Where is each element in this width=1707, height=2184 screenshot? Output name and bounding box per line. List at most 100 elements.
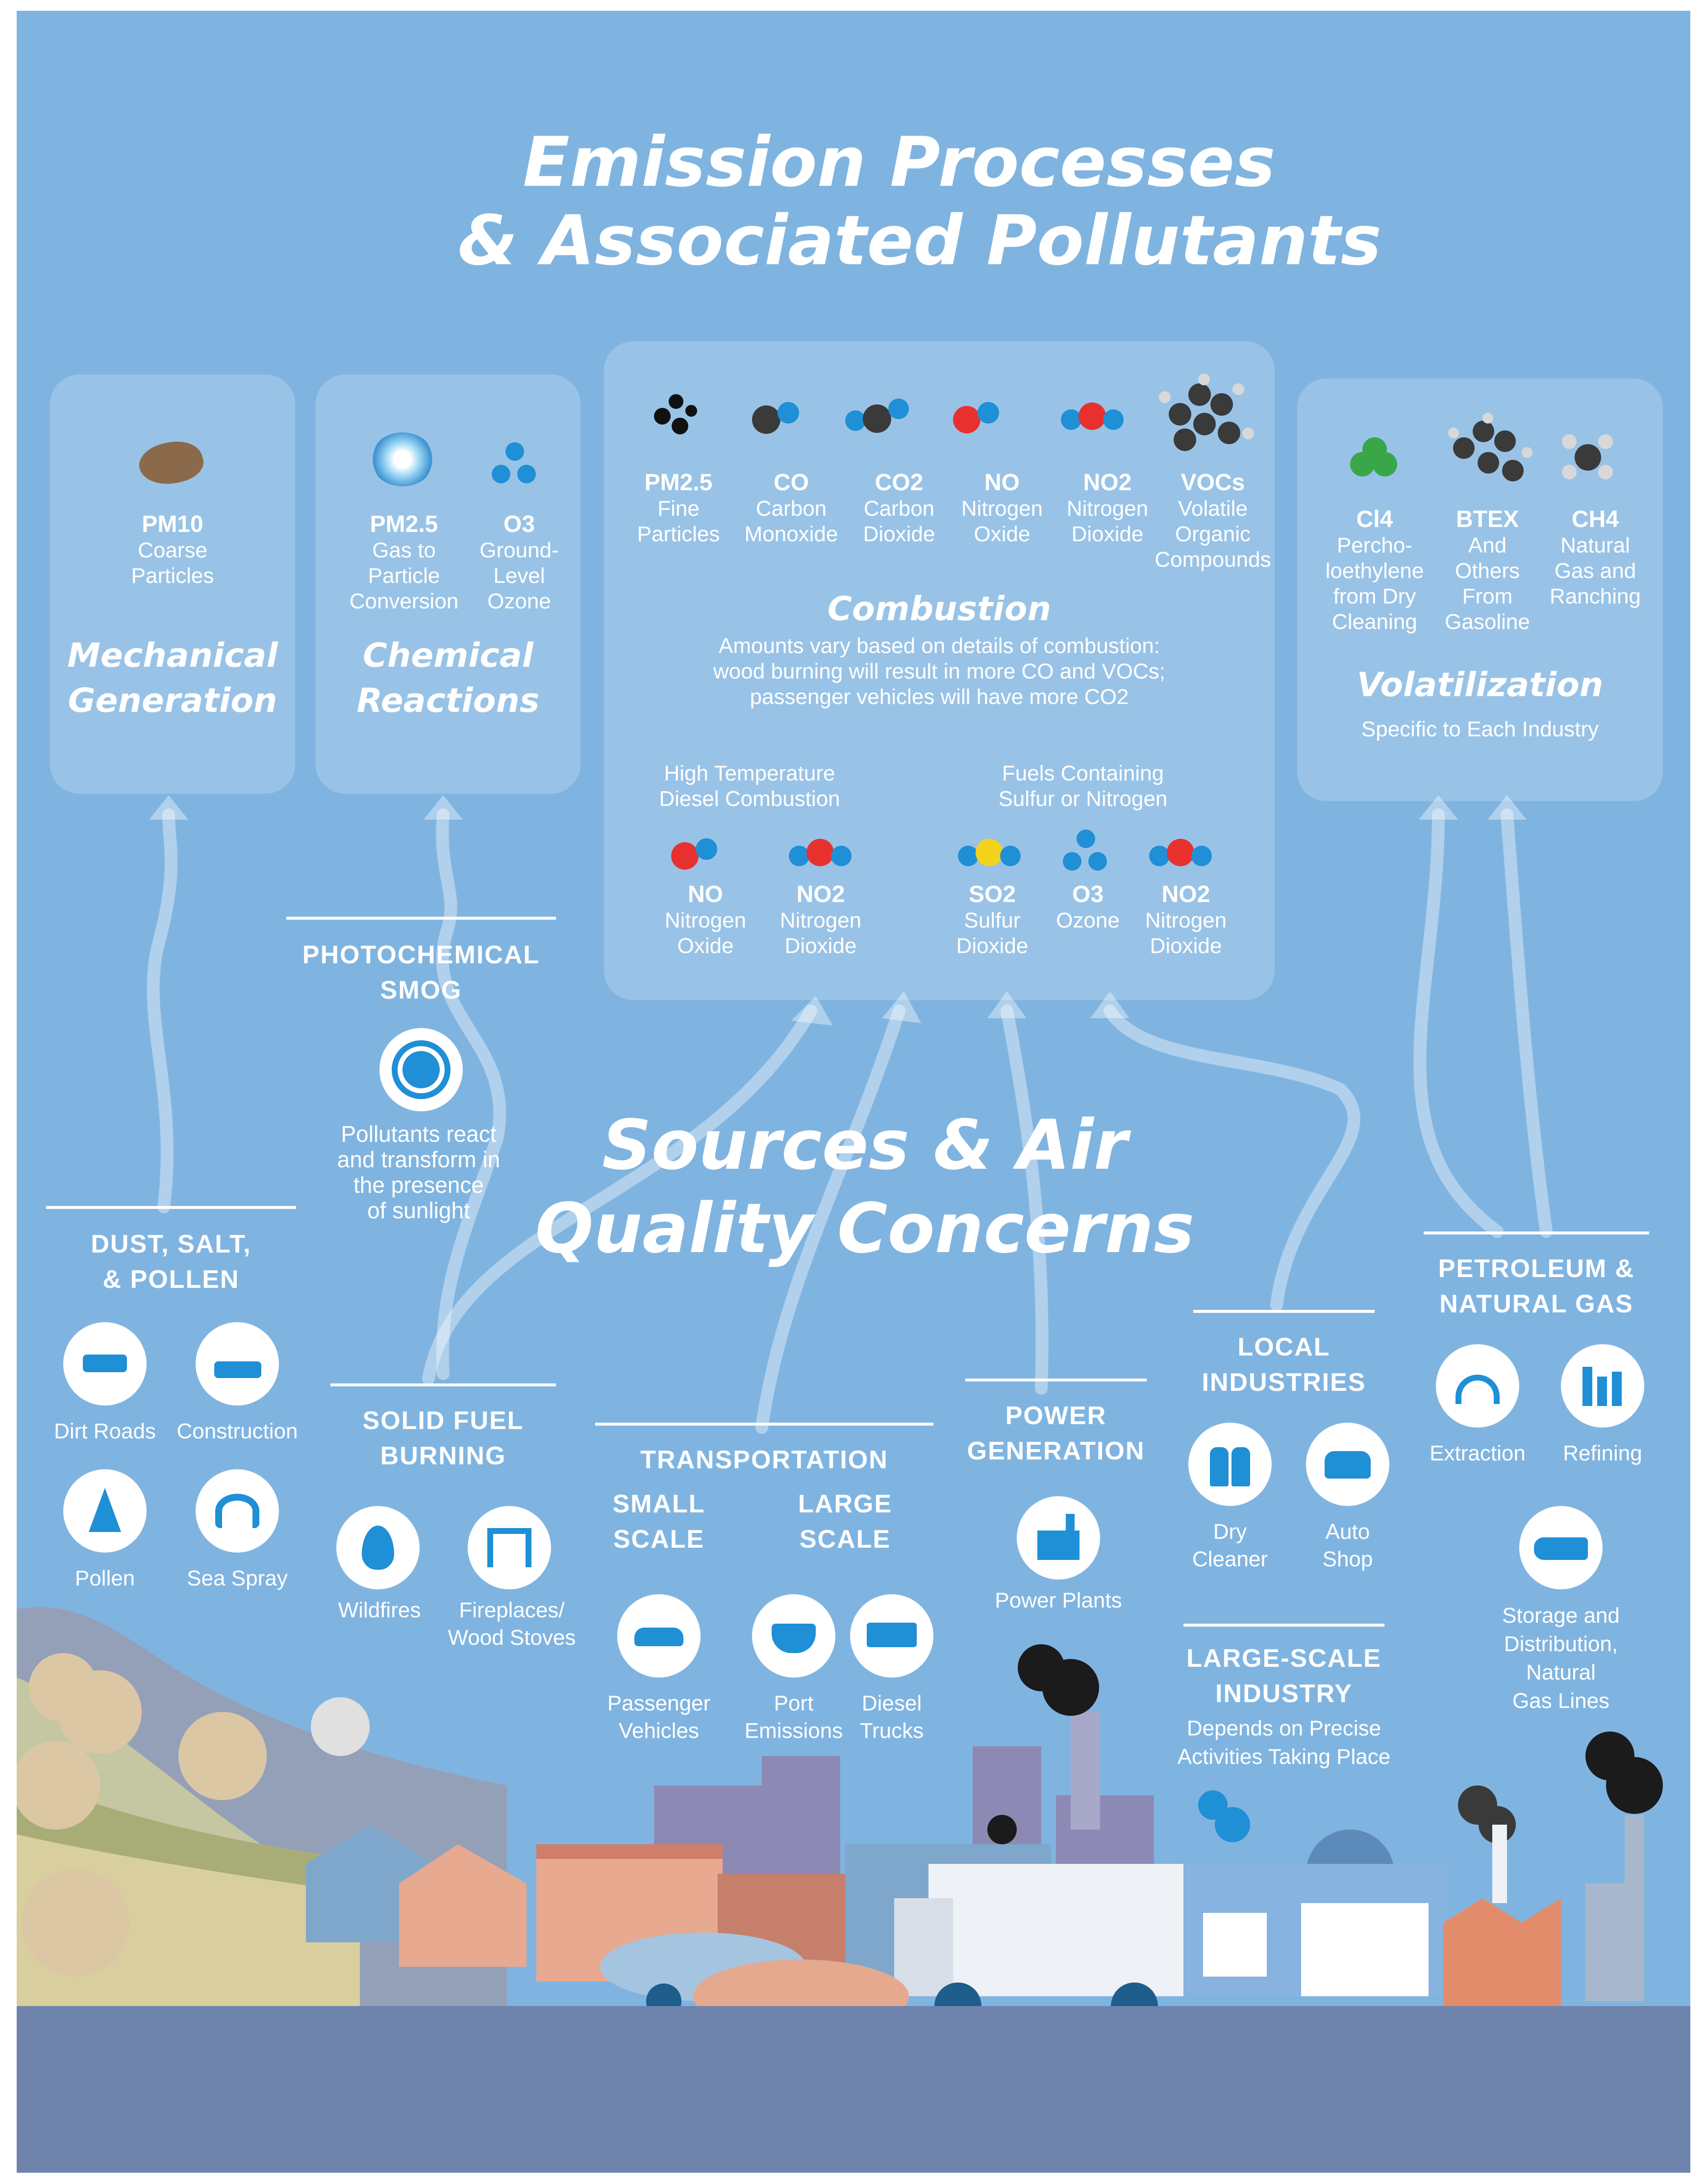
- pollutant-desc: Dioxide: [956, 934, 1029, 958]
- pollutant-desc: Ranching: [1550, 584, 1641, 608]
- pollutant-desc: Gas to: [372, 538, 436, 562]
- dry-cleaner-clothes-icon: [1188, 1423, 1272, 1506]
- passenger-label-line: Vehicles: [619, 1719, 699, 1743]
- dust-heading-line: & POLLEN: [102, 1265, 240, 1294]
- construction-excavator-icon: [196, 1322, 279, 1406]
- pollutant-desc: Nitrogen: [664, 908, 747, 932]
- pollutant-desc: Natural: [1560, 533, 1630, 557]
- smog-desc-line: Pollutants react: [341, 1121, 497, 1147]
- pollutant-desc: from Dry: [1333, 584, 1416, 608]
- volatilization-note: Specific to Each Industry: [1361, 717, 1599, 741]
- pollutant-symbol: CO: [774, 470, 809, 496]
- transportation-divider: [595, 1423, 933, 1426]
- fireplaces-label-line: Fireplaces/: [459, 1598, 565, 1622]
- process-name-line: Reactions: [356, 681, 540, 720]
- dust-salt-pollen-heading: DUST, SALT, & POLLEN: [46, 1227, 296, 1297]
- sulfur-dioxide-molecule-icon: [958, 832, 1027, 876]
- sulfur-label-line: Fuels Containing: [1002, 761, 1164, 785]
- pollen-tree-icon: [63, 1469, 147, 1553]
- pollutant-desc: loethylene: [1325, 559, 1424, 583]
- auto-shop-label-line: Shop: [1322, 1547, 1373, 1571]
- dry-cleaner-label: Dry Cleaner: [1179, 1518, 1281, 1573]
- pollutant-desc: Particles: [131, 564, 214, 588]
- auto-shop-label-line: Auto: [1325, 1520, 1370, 1544]
- pollutant-symbol: O3: [1072, 881, 1104, 907]
- ozone-molecule-icon: [490, 442, 539, 491]
- petroleum-natural-gas-heading: PETROLEUM & NATURAL GAS: [1414, 1251, 1659, 1322]
- pollutant-desc: Fine: [657, 497, 700, 521]
- process-name-line: Chemical: [362, 636, 534, 675]
- diesel-label-line: Diesel Combustion: [659, 787, 840, 811]
- sulfur-pollutant-no2: NO2 Nitrogen Dioxide: [1130, 881, 1242, 959]
- pollutant-desc: Conversion: [349, 589, 459, 613]
- local-heading-line: LOCAL: [1237, 1333, 1330, 1361]
- nitrogen-dioxide-molecule-icon: [1061, 396, 1130, 440]
- combustion-note: Amounts vary based on details of combust…: [604, 633, 1275, 710]
- sea-spray-label: Sea Spray: [187, 1566, 288, 1590]
- sulfur-label-line: Sulfur or Nitrogen: [998, 787, 1168, 811]
- combustion-panel: [604, 341, 1275, 1000]
- pollutant-desc: Ozone: [1056, 908, 1120, 932]
- mechanical-pollutant: PM10 Coarse Particles: [50, 511, 295, 589]
- pollutant-desc: Dioxide: [1071, 522, 1144, 546]
- construction-label: Construction: [176, 1419, 298, 1443]
- diesel-label-line: Diesel: [861, 1691, 922, 1715]
- diesel-label-line: Trucks: [859, 1719, 924, 1743]
- smog-heading-line: PHOTOCHEMICAL: [302, 941, 540, 969]
- infographic: Emission Processes & Associated Pollutan…: [17, 11, 1690, 2173]
- combustion-pollutant-co: CO Carbon Monoxide: [732, 469, 850, 547]
- large-industry-divider: [1183, 1624, 1384, 1627]
- pollutant-symbol: Cl4: [1356, 506, 1393, 532]
- combustion-pollutant-pm25: PM2.5 Fine Particles: [632, 469, 725, 547]
- dry-cleaner-label-line: Cleaner: [1192, 1547, 1268, 1571]
- port-ship-icon: [752, 1594, 835, 1678]
- petroleum-divider: [1424, 1231, 1649, 1234]
- sources-title-line: Quality Concerns: [535, 1189, 1195, 1269]
- combustion-pollutant-no2: NO2 Nitrogen Dioxide: [1056, 469, 1159, 547]
- pollutant-symbol: PM10: [142, 511, 203, 537]
- sources-title: Sources & Air Quality Concerns: [497, 1104, 1232, 1271]
- pollen-label: Pollen: [75, 1566, 135, 1590]
- passenger-car-icon: [617, 1594, 701, 1678]
- vocs-molecule-icon: [1159, 374, 1257, 457]
- wildfires-label: Wildfires: [338, 1598, 421, 1622]
- large-industry-desc-line: Depends on Precise: [1186, 1716, 1381, 1740]
- title-line-1: Emission Processes: [523, 123, 1276, 202]
- smog-desc-line: the presence: [353, 1172, 484, 1198]
- smog-divider: [286, 917, 556, 920]
- pollutant-desc: Dioxide: [863, 522, 935, 546]
- storage-label-line: Storage and: [1502, 1604, 1620, 1628]
- pollutant-desc: Carbon: [863, 497, 935, 521]
- transportation-heading: TRANSPORTATION: [640, 1446, 888, 1474]
- methane-molecule-icon: [1561, 432, 1615, 481]
- pollutant-desc: Oxide: [677, 934, 734, 958]
- storage-label-line: Gas Lines: [1512, 1689, 1610, 1713]
- power-divider: [965, 1379, 1147, 1381]
- power-plant-icon: [1017, 1496, 1100, 1580]
- pollutant-desc: Carbon: [755, 497, 827, 521]
- pollutant-desc: Nitrogen: [961, 497, 1043, 521]
- storage-tanker-truck-icon: [1519, 1506, 1603, 1589]
- power-generation-heading: POWER GENERATION: [953, 1398, 1159, 1469]
- petroleum-heading-line: NATURAL GAS: [1439, 1290, 1633, 1318]
- perchloroethylene-molecule-icon: [1350, 437, 1399, 481]
- process-name-chemical-reactions: Chemical Reactions: [316, 633, 580, 724]
- large-scale-line: SCALE: [799, 1525, 891, 1554]
- pollutant-desc: Ozone: [487, 589, 551, 613]
- title-line-2: & Associated Pollutants: [458, 201, 1382, 281]
- dry-cleaner-label-line: Dry: [1213, 1520, 1247, 1544]
- pollutant-symbol: CO2: [875, 470, 924, 496]
- small-scale-line: SCALE: [613, 1525, 705, 1554]
- pollutant-desc: Nitrogen: [1066, 497, 1149, 521]
- carbon-monoxide-molecule-icon: [752, 398, 806, 437]
- pollutant-desc: Dioxide: [1150, 934, 1222, 958]
- sulfur-pollutant-so2: SO2 Sulfur Dioxide: [938, 881, 1046, 959]
- pollutant-desc: Nitrogen: [1145, 908, 1227, 932]
- refining-label: Refining: [1563, 1441, 1642, 1465]
- pollutant-desc: Monoxide: [744, 522, 838, 546]
- pollutant-desc: Gasoline: [1445, 610, 1530, 634]
- pollutant-symbol: NO: [984, 470, 1020, 496]
- small-scale-heading: SMALL SCALE: [595, 1486, 723, 1557]
- power-plants-label: Power Plants: [995, 1588, 1122, 1612]
- pollutant-desc: And: [1468, 533, 1507, 557]
